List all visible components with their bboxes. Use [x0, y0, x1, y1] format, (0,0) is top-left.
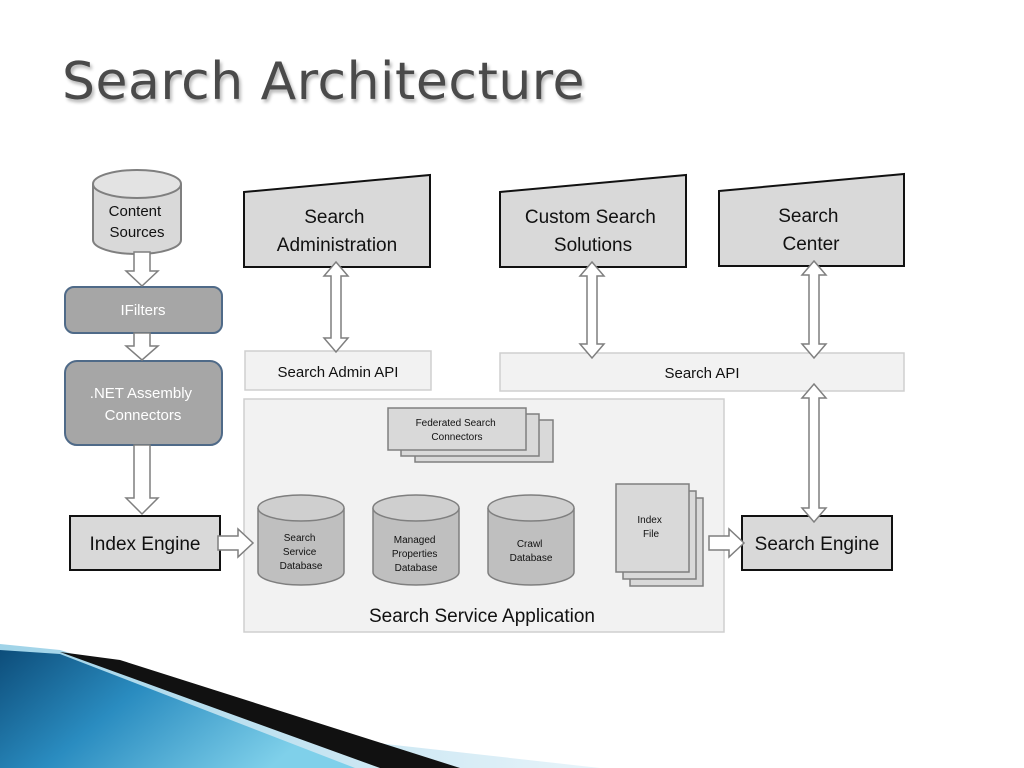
- search-administration-box: [243, 173, 431, 268]
- content-sources-label: Content Sources: [109, 203, 166, 241]
- decorative-ribbon: [0, 644, 600, 768]
- arrow-search-api-to-search-engine: [800, 382, 828, 524]
- arrow-content-to-ifilters: [124, 251, 160, 288]
- arrow-index-engine-to-ssa: [217, 527, 255, 559]
- crawl-database-label: Crawl Database: [510, 539, 553, 564]
- crawl-database-cylinder: [487, 494, 575, 586]
- arrow-search-center-to-search-api: [800, 259, 828, 360]
- search-api-bar: [499, 352, 905, 392]
- search-center-label: Search Center: [778, 206, 843, 255]
- search-center-box: [718, 172, 905, 267]
- index-engine-label: Index Engine: [90, 534, 201, 555]
- custom-search-solutions-label: Custom Search Solutions: [525, 207, 661, 256]
- search-administration-label: Search Administration: [277, 207, 397, 256]
- search-service-application-label: Search Service Application: [369, 606, 595, 627]
- index-file-label: Index File: [637, 515, 664, 540]
- arrow-ifilters-to-connectors: [124, 332, 160, 361]
- arrow-index-file-to-search-engine: [708, 527, 746, 559]
- search-admin-api-label: Search Admin API: [278, 364, 399, 381]
- index-file-stack: [615, 483, 704, 587]
- arrow-custom-solutions-to-search-api: [578, 260, 606, 360]
- custom-search-solutions-box: [499, 173, 687, 268]
- content-sources-cylinder: [92, 169, 182, 255]
- managed-properties-database-label: Managed Properties Database: [392, 535, 440, 574]
- arrow-connectors-to-index-engine: [124, 444, 160, 516]
- net-assembly-connectors-box: [64, 360, 223, 446]
- index-engine-box: [69, 515, 221, 571]
- net-assembly-connectors-label: .NET Assembly Connectors: [90, 385, 196, 424]
- managed-properties-database-cylinder: [372, 494, 460, 586]
- slide-title: Search Architecture: [62, 52, 586, 112]
- search-service-database-label: Search Service Database: [280, 533, 323, 572]
- search-admin-api-bar: [244, 350, 432, 391]
- search-api-label: Search API: [664, 365, 739, 382]
- search-engine-label: Search Engine: [755, 534, 880, 555]
- ifilters-label: IFilters: [121, 302, 166, 319]
- federated-search-connectors-stack: [387, 407, 554, 463]
- search-service-database-cylinder: [257, 494, 345, 586]
- federated-search-connectors-label: Federated Search Connectors: [416, 418, 499, 443]
- arrow-admin-to-admin-api: [322, 260, 350, 354]
